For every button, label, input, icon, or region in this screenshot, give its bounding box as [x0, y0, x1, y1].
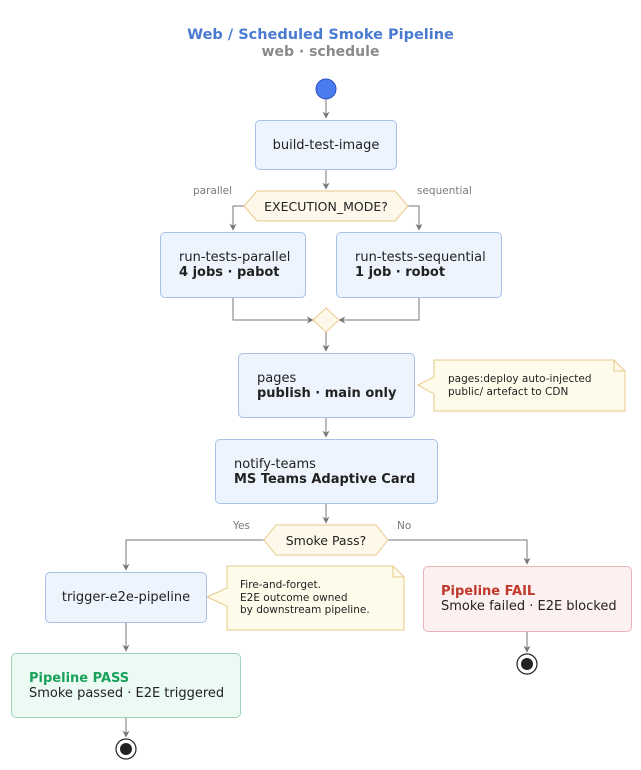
run-tests-sequential-node: run-tests-sequential 1 job · robot — [336, 232, 502, 298]
note-trigger-line-3: by downstream pipeline. — [240, 604, 370, 616]
start-node — [315, 78, 337, 100]
decision-mode-shape — [243, 190, 409, 222]
note-pages-shape — [416, 359, 626, 412]
diagram-title: Web / Scheduled Smoke Pipeline — [187, 27, 454, 43]
end-node-fail — [516, 653, 538, 675]
note-trigger-shape — [205, 565, 405, 631]
pipeline-pass-node: Pipeline PASS Smoke passed · E2E trigger… — [11, 653, 241, 718]
run-tests-parallel-node: run-tests-parallel 4 jobs · pabot — [160, 232, 306, 298]
end-node-pass — [115, 738, 137, 760]
build-node-label: build-test-image — [272, 137, 380, 153]
parallel-node-name: run-tests-parallel — [179, 250, 291, 265]
diagram-subtitle: web · schedule — [261, 44, 380, 60]
fail-node-detail: Smoke failed · E2E blocked — [441, 599, 617, 614]
pass-node-detail: Smoke passed · E2E triggered — [29, 685, 225, 701]
branch-label-sequential: sequential — [417, 185, 472, 197]
edge-mode-to-parallel — [229, 205, 244, 231]
parallel-node-detail: 4 jobs · pabot — [179, 265, 280, 280]
branch-label-no: No — [397, 520, 412, 532]
pipeline-fail-node: Pipeline FAIL Smoke failed · E2E blocked — [423, 566, 632, 632]
decision-smoke-shape — [263, 524, 389, 556]
branch-label-yes: Yes — [233, 520, 250, 532]
merge-diamond — [312, 307, 340, 333]
notify-node-name: notify-teams — [234, 456, 316, 472]
sequential-node-detail: 1 job · robot — [355, 265, 446, 280]
note-pages-line-1: pages:deploy auto-injected — [448, 373, 592, 385]
sequential-node-name: run-tests-sequential — [355, 250, 486, 265]
pages-node-detail: publish · main only — [257, 385, 397, 401]
edge-parallel-to-merge — [232, 298, 314, 324]
note-pages-line-2: public/ artefact to CDN — [448, 385, 569, 398]
decision-smoke-label: Smoke Pass? — [285, 533, 367, 548]
edge-sequential-to-merge — [338, 298, 420, 324]
note-trigger-line-1: Fire-and-forget. — [240, 579, 321, 591]
notify-node-detail: MS Teams Adaptive Card — [234, 471, 416, 487]
trigger-e2e-pipeline-node: trigger-e2e-pipeline — [45, 572, 207, 623]
notify-teams-node: notify-teams MS Teams Adaptive Card — [215, 439, 438, 504]
edge-smoke-to-fail — [388, 539, 531, 565]
note-trigger: Fire-and-forget. E2E outcome owned by do… — [240, 579, 400, 617]
edge-smoke-to-trigger — [122, 539, 264, 571]
note-trigger-fold — [392, 566, 404, 578]
pass-node-title: Pipeline PASS — [29, 670, 130, 686]
note-pages-fold — [613, 360, 625, 372]
trigger-node-label: trigger-e2e-pipeline — [61, 590, 191, 605]
branch-label-parallel: parallel — [193, 185, 233, 197]
decision-mode-label: EXECUTION_MODE? — [264, 199, 388, 214]
edge-mode-to-sequential — [408, 205, 423, 231]
note-pages: pages:deploy auto-injected public/ artef… — [448, 373, 618, 398]
pages-node-name: pages — [257, 370, 297, 386]
pages-node: pages publish · main only — [238, 353, 415, 418]
build-test-image-node: build-test-image — [255, 120, 397, 170]
fail-node-title: Pipeline FAIL — [441, 584, 536, 599]
note-trigger-line-2: E2E outcome owned — [240, 591, 348, 604]
